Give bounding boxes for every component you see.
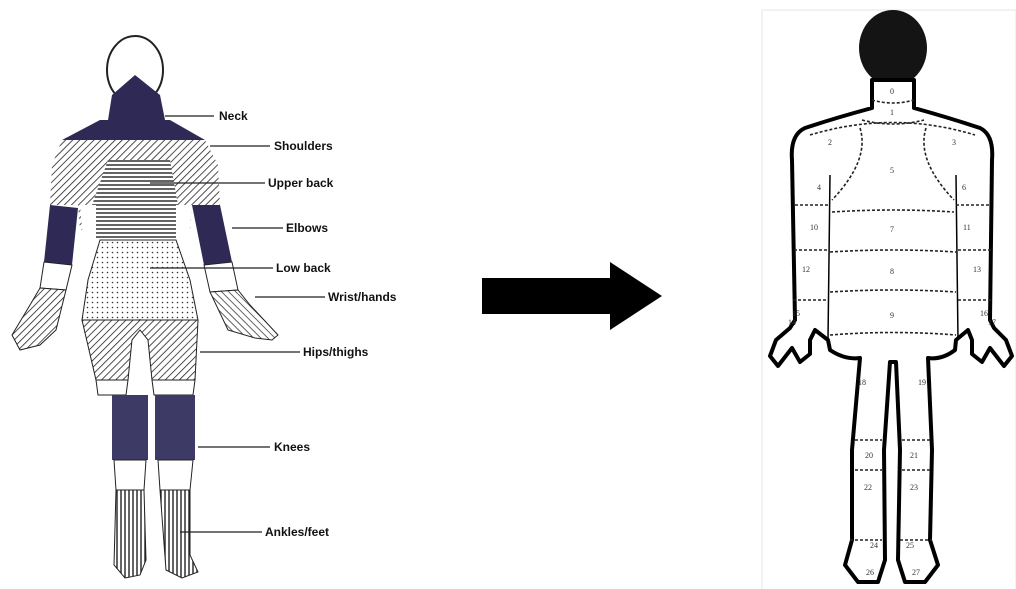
region-3: 3 (952, 138, 956, 147)
region-4: 4 (817, 183, 821, 192)
left-upper-back-region (92, 160, 178, 240)
region-7: 7 (890, 225, 894, 234)
region-15: 15 (792, 309, 800, 318)
region-8: 8 (890, 267, 894, 276)
left-shoulder-dark (62, 120, 205, 140)
label-neck: Neck (219, 109, 248, 123)
label-upper-back: Upper back (268, 176, 334, 190)
left-elbow-right (192, 205, 232, 265)
region-18: 18 (858, 378, 866, 387)
left-hand-left (12, 288, 66, 350)
left-knee-left (112, 395, 148, 460)
region-10: 10 (810, 223, 818, 232)
left-hips-thighs-region (82, 320, 198, 380)
label-hips-thighs: Hips/thighs (303, 345, 369, 359)
region-25: 25 (906, 541, 914, 550)
region-9: 9 (890, 311, 894, 320)
region-22: 22 (864, 483, 872, 492)
left-foot-right (160, 490, 198, 578)
label-knees: Knees (274, 440, 310, 454)
left-foot-left (114, 490, 146, 578)
label-wrist-hands: Wrist/hands (328, 290, 397, 304)
region-26: 26 (866, 568, 874, 577)
region-20: 20 (865, 451, 873, 460)
region-19: 19 (918, 378, 926, 387)
region-2: 2 (828, 138, 832, 147)
label-low-back: Low back (276, 261, 331, 275)
left-knee-right (155, 395, 195, 460)
region-11: 11 (963, 223, 971, 232)
right-arrow-icon (482, 262, 662, 330)
region-23: 23 (910, 483, 918, 492)
region-1: 1 (890, 108, 894, 117)
region-5: 5 (890, 166, 894, 175)
region-0: 0 (890, 87, 894, 96)
region-12: 12 (802, 265, 810, 274)
region-16: 16 (980, 309, 988, 318)
label-ankles-feet: Ankles/feet (265, 525, 329, 539)
right-head (859, 10, 927, 86)
left-elbow-left (44, 205, 78, 265)
region-24: 24 (870, 541, 878, 550)
label-elbows: Elbows (286, 221, 328, 235)
region-27: 27 (912, 568, 920, 577)
region-13: 13 (973, 265, 981, 274)
left-low-back-region (82, 240, 198, 320)
region-17: 17 (988, 318, 996, 327)
label-shoulders: Shoulders (274, 139, 333, 153)
region-21: 21 (910, 451, 918, 460)
right-body-figure (762, 10, 1016, 589)
region-6: 6 (962, 183, 966, 192)
region-14: 14 (788, 318, 796, 327)
